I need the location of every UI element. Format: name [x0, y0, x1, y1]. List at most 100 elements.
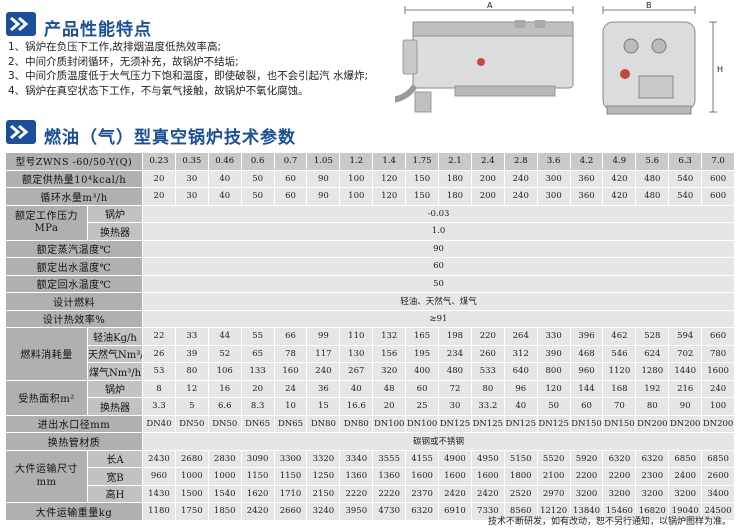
value-cell: 40	[207, 187, 242, 206]
value-cell: 3950	[339, 502, 374, 521]
value-cell: 1800	[503, 467, 538, 486]
value-cell: 3200	[569, 484, 604, 503]
features-list: 1、锅炉在负压下工作,故排烟温度低热效率高; 2、中间介质封闭循环，无须补充，故…	[8, 40, 388, 98]
value-cell: DN65	[273, 414, 308, 433]
value-cell: 15	[306, 397, 341, 416]
feature-item: 3、中间介质温度低于大气压力下饱和温度，即使破裂，也不会引起汽 水爆炸;	[8, 70, 369, 82]
model-cell: 6.3	[668, 152, 703, 171]
value-cell: 30	[438, 397, 472, 416]
value-cell: 2680	[174, 449, 209, 468]
value-cell: 33.2	[470, 397, 505, 416]
value-cell: 6320	[602, 449, 637, 468]
value-cell: 8	[142, 379, 176, 398]
table-row-natural-gas: 天然气Nm³/h26395265781171301561952342603123…	[6, 344, 736, 363]
value-cell: 100	[339, 187, 374, 206]
value-cell: 132	[372, 327, 407, 346]
value-cell: 1180	[142, 502, 176, 521]
model-cell: 0.35	[174, 152, 209, 171]
value-cell: 2220	[339, 484, 374, 503]
sub-label: 换热器	[87, 397, 143, 416]
dimension-a-label: A	[487, 1, 493, 10]
sub-label: 长A	[87, 449, 143, 468]
row-label: 换热管材质	[5, 432, 143, 451]
value-cell: 660	[701, 327, 736, 346]
value-cell: DN40	[142, 414, 176, 433]
row-label: 额定出水温度℃	[5, 257, 143, 276]
value-cell: 100	[701, 397, 736, 416]
row-label: 受热面积m²	[5, 379, 88, 416]
value-cell: 240	[503, 187, 538, 206]
value-cell: 30	[174, 187, 209, 206]
value-cell: 16.6	[339, 397, 374, 416]
value-cell: 240	[701, 379, 736, 398]
span-value: 轻油、天然气、煤气	[141, 292, 736, 311]
value-cell: 1850	[207, 502, 242, 521]
value-cell: 3200	[602, 484, 637, 503]
value-cell: 1120	[602, 362, 637, 381]
value-cell: 1360	[339, 467, 374, 486]
value-cell: 390	[536, 344, 571, 363]
value-cell: 2220	[372, 484, 407, 503]
value-cell: 2520	[503, 484, 538, 503]
value-cell: 133	[240, 362, 275, 381]
value-cell: 216	[668, 379, 703, 398]
double-chevron-icon	[6, 12, 36, 36]
model-cell: 0.23	[142, 152, 176, 171]
sub-label: 锅炉	[87, 204, 143, 223]
value-cell: 20	[142, 187, 176, 206]
value-cell: 4900	[438, 449, 472, 468]
row-label: 额定蒸汽温度℃	[5, 239, 143, 258]
value-cell: 1750	[174, 502, 209, 521]
value-cell: 6.6	[207, 397, 242, 416]
value-cell: 13840	[569, 502, 604, 521]
value-cell: 2420	[438, 484, 472, 503]
sub-label: 煤气Nm³/h	[87, 362, 143, 381]
value-cell: 468	[569, 344, 604, 363]
model-cell: 0.6	[240, 152, 275, 171]
value-cell: 2970	[536, 484, 571, 503]
value-cell: 1150	[240, 467, 275, 486]
value-cell: 2600	[701, 467, 736, 486]
span-value: 60	[141, 257, 736, 276]
value-cell: 2400	[668, 467, 703, 486]
value-cell: 20	[142, 169, 176, 188]
value-cell: 360	[569, 187, 604, 206]
value-cell: 15460	[602, 502, 637, 521]
value-cell: 50	[240, 169, 275, 188]
value-cell: 40	[207, 169, 242, 188]
model-cell: 0.46	[207, 152, 242, 171]
specs-title: 燃油（气）型真空锅炉技术参数	[44, 128, 296, 148]
value-cell: 1150	[273, 467, 308, 486]
row-label: 大件运输重量kg	[5, 502, 143, 521]
sub-label: 轻油Kg/h	[87, 327, 143, 346]
value-cell: DN100	[372, 414, 407, 433]
value-cell: 180	[438, 169, 472, 188]
value-cell: 800	[536, 362, 571, 381]
model-cell: 1.4	[372, 152, 407, 171]
value-cell: 1280	[635, 362, 670, 381]
value-cell: 48	[372, 379, 407, 398]
value-cell: 1440	[668, 362, 703, 381]
model-cell: 1.05	[306, 152, 341, 171]
value-cell: DN80	[339, 414, 374, 433]
value-cell: DN50	[174, 414, 209, 433]
value-cell: 960	[142, 467, 176, 486]
value-cell: 267	[339, 362, 374, 381]
value-cell: DN125	[503, 414, 538, 433]
value-cell: 80	[635, 397, 670, 416]
value-cell: DN50	[207, 414, 242, 433]
value-cell: 2660	[273, 502, 308, 521]
value-cell: 4950	[470, 449, 505, 468]
value-cell: 300	[536, 169, 571, 188]
value-cell: 600	[701, 187, 736, 206]
value-cell: 25	[405, 397, 440, 416]
value-cell: DN150	[602, 414, 637, 433]
value-cell: 117	[306, 344, 341, 363]
value-cell: 960	[569, 362, 604, 381]
feature-item: 2、中间介质封闭循环，无须补充，故锅炉不结垢;	[8, 55, 239, 68]
